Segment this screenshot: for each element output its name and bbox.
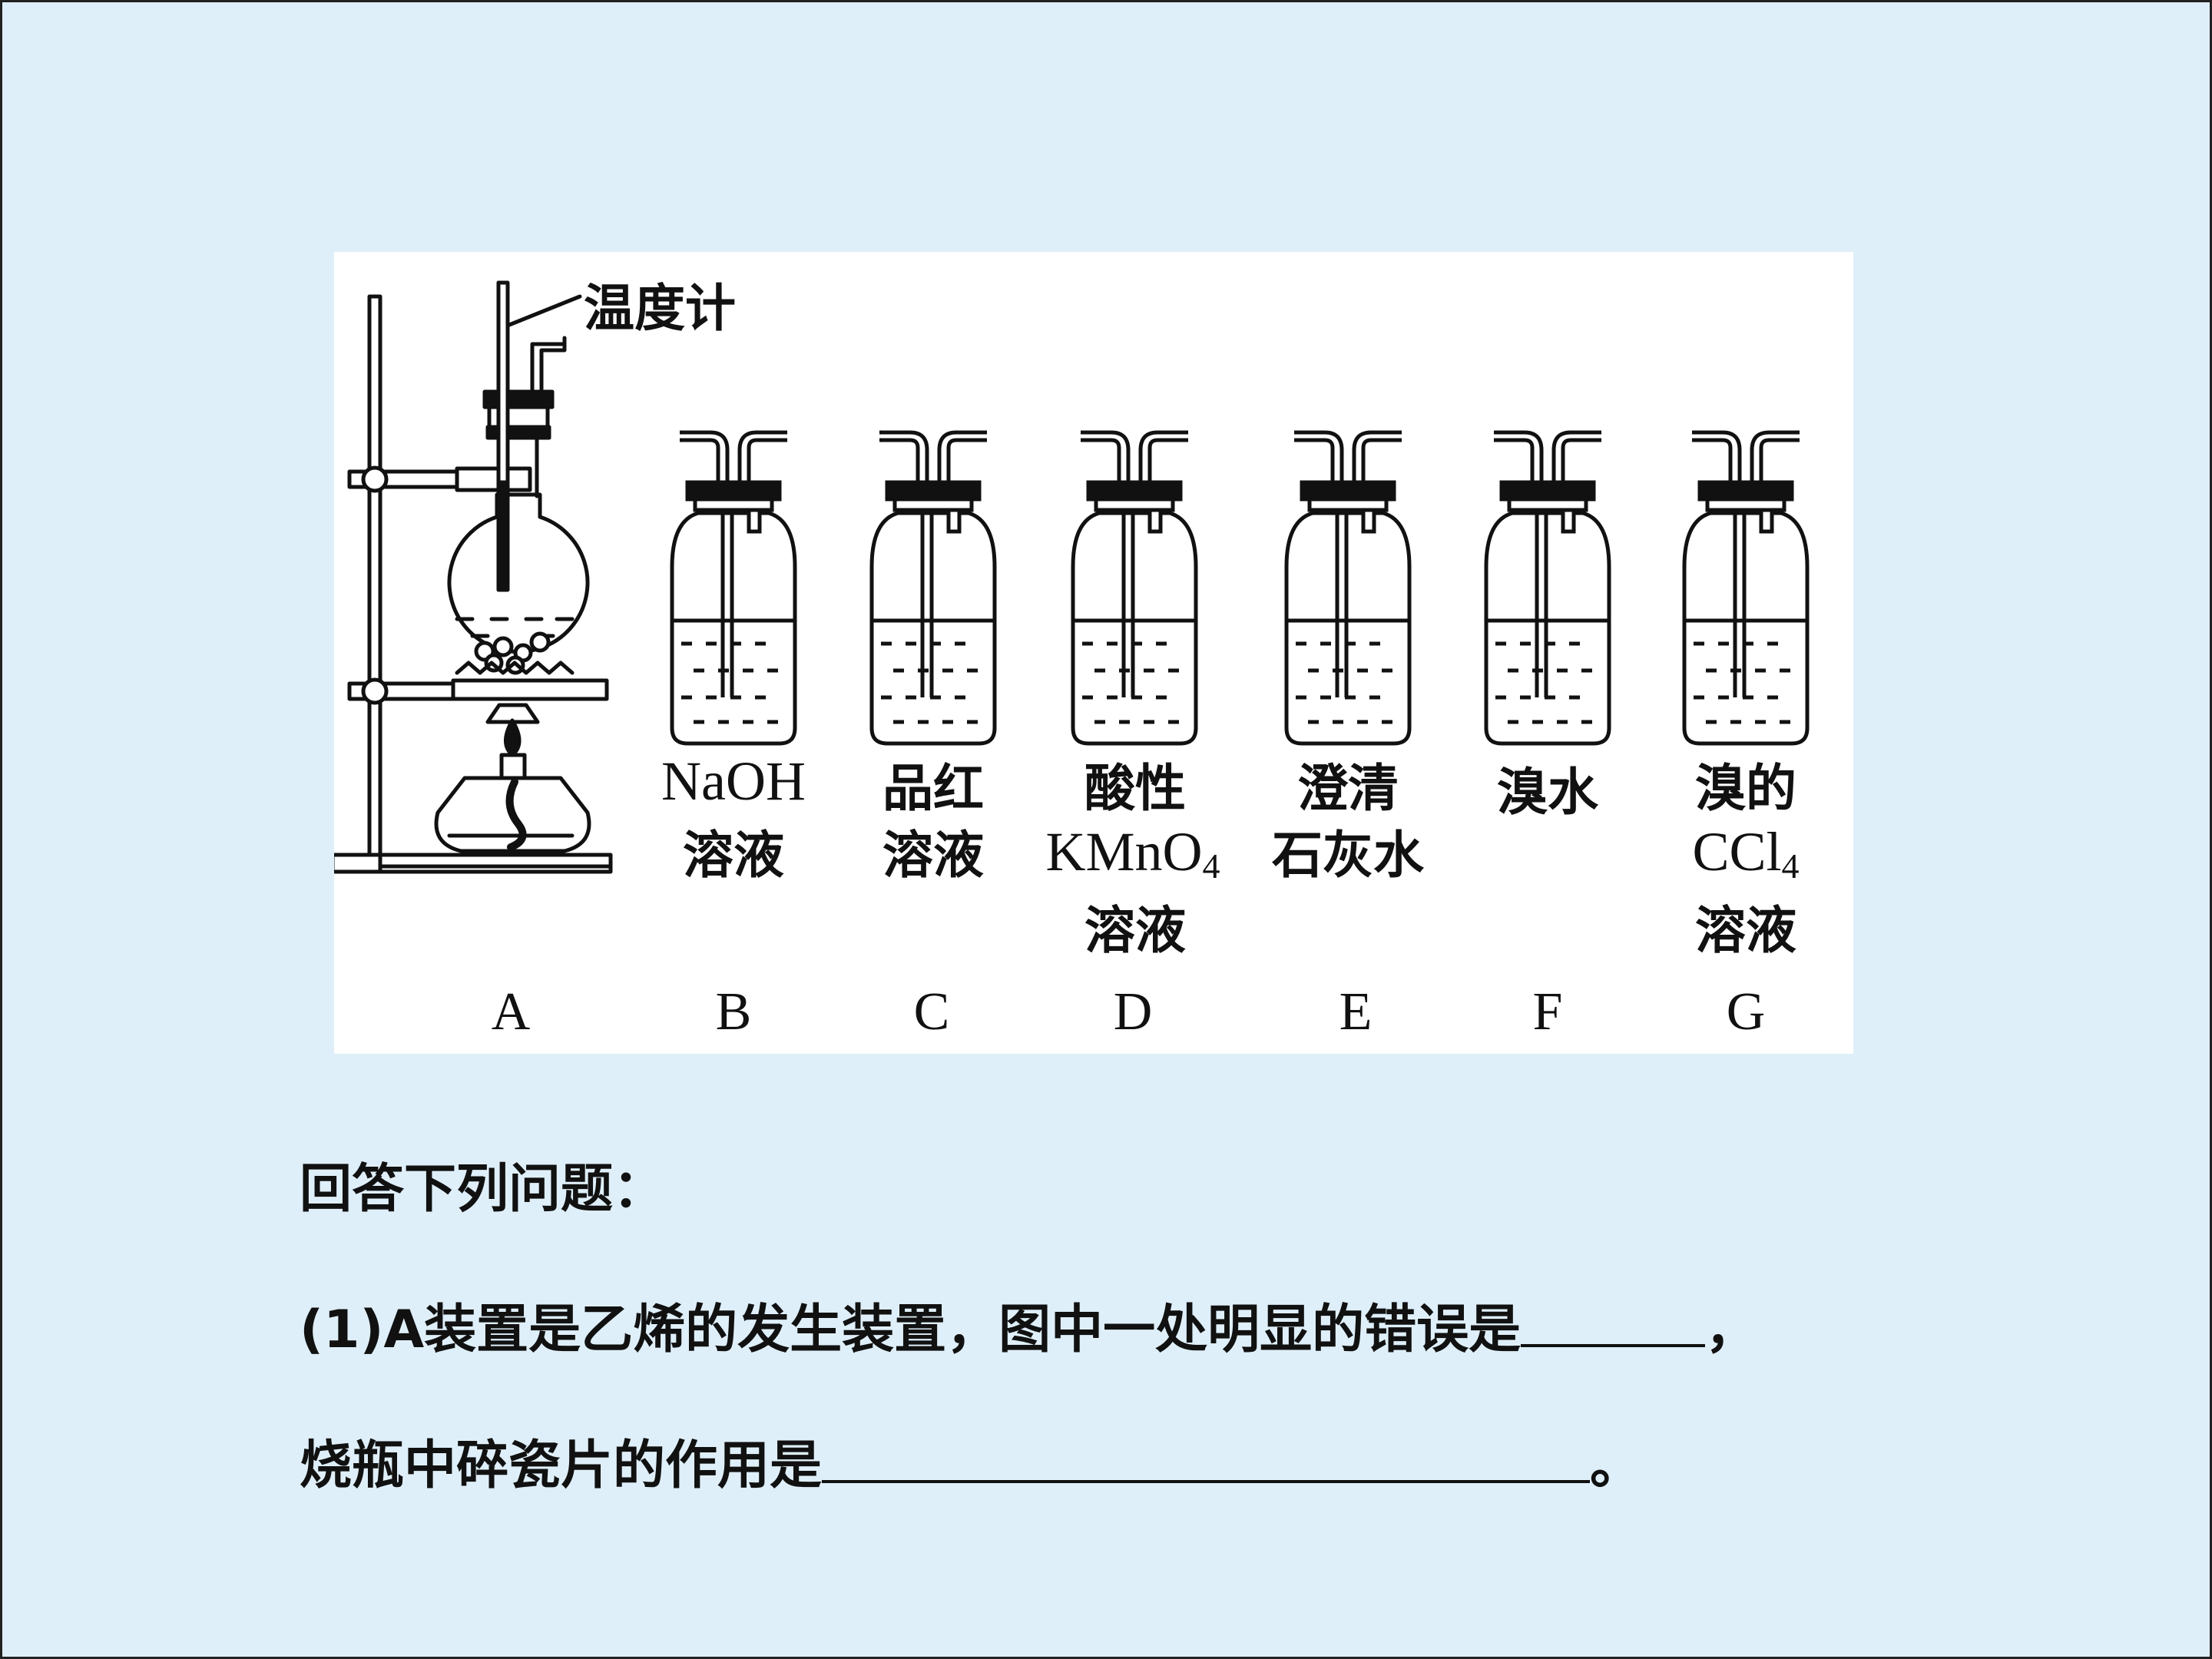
- question-1-text-a: (1)A装置是乙烯的发生装置，图中一处明显的错误是: [300, 1300, 1522, 1360]
- apparatus-figure: 温度计 A NaOH 溶液 B 品红 溶液 C 酸性 KMnO4 溶液 D 澄清…: [334, 252, 1853, 1054]
- bottle-e-reagent-line-1: 澄清: [1297, 759, 1399, 818]
- bottle-b-reagent-line-2: 溶液: [683, 826, 784, 885]
- bottle-d-reagent-line-1: 酸性: [1084, 759, 1186, 818]
- question-1-comma: ，: [1705, 1300, 1758, 1360]
- wire-gauze-burner: [434, 661, 591, 853]
- bottle-b-letter: B: [715, 982, 752, 1041]
- bottle-c-reagent-line-2: 溶液: [882, 826, 984, 885]
- bottle-d-formula: KMnO4: [1041, 820, 1225, 886]
- bottle-f-reagent-line-1: 溴水: [1497, 763, 1598, 822]
- bottle-g-formula-main: CCl: [1692, 821, 1782, 882]
- bottle-g-reagent-line-2: 溶液: [1695, 901, 1796, 960]
- bottle-c-reagent-line-1: 品红: [882, 759, 984, 818]
- bottle-d-formula-subscript: 4: [1202, 846, 1220, 886]
- bottle-g-letter: G: [1726, 982, 1766, 1041]
- bottle-g-formula: CCl4: [1669, 820, 1823, 886]
- round-bottom-flask: [447, 336, 590, 675]
- question-1-line-2: 烧瓶中碎瓷片的作用是 。: [300, 1422, 1642, 1498]
- bottle-d-letter: D: [1113, 982, 1153, 1041]
- bottle-d-reagent-line-2: 溶液: [1084, 901, 1186, 960]
- bottle-e-reagent-line-2: 石灰水: [1272, 826, 1424, 885]
- answer-blank-2[interactable]: [822, 1434, 1591, 1483]
- question-1-period: 。: [1590, 1435, 1643, 1496]
- gas-bottle-c: [869, 430, 997, 746]
- bottle-e-letter: E: [1339, 982, 1373, 1041]
- prompt-text: 回答下列问题：: [300, 1159, 666, 1220]
- gas-bottle-g: [1682, 430, 1810, 746]
- thermometer-label: 温度计: [584, 279, 736, 338]
- question-1-line-1: (1)A装置是乙烯的发生装置，图中一处明显的错误是 ，: [300, 1286, 1757, 1363]
- gas-bottle-b: [670, 430, 797, 746]
- question-1-text-b: 烧瓶中碎瓷片的作用是: [300, 1435, 823, 1496]
- apparatus-letter-a: A: [491, 982, 531, 1041]
- bottle-g-reagent-line-1: 溴的: [1695, 759, 1796, 818]
- answer-blank-1[interactable]: [1521, 1298, 1706, 1347]
- bottle-c-letter: C: [913, 982, 950, 1041]
- bottle-d-formula-main: KMnO: [1045, 821, 1203, 882]
- gas-bottle-d: [1071, 430, 1198, 746]
- gas-bottle-e: [1284, 430, 1412, 746]
- bottle-f-letter: F: [1532, 982, 1563, 1041]
- apparatus-drawing: [334, 280, 1810, 874]
- bottle-g-formula-subscript: 4: [1781, 846, 1800, 886]
- gas-bottle-f: [1484, 430, 1611, 746]
- iron-stand: [334, 294, 613, 874]
- thermometer: [496, 280, 582, 592]
- bottle-b-reagent-line-1: NaOH: [661, 750, 806, 812]
